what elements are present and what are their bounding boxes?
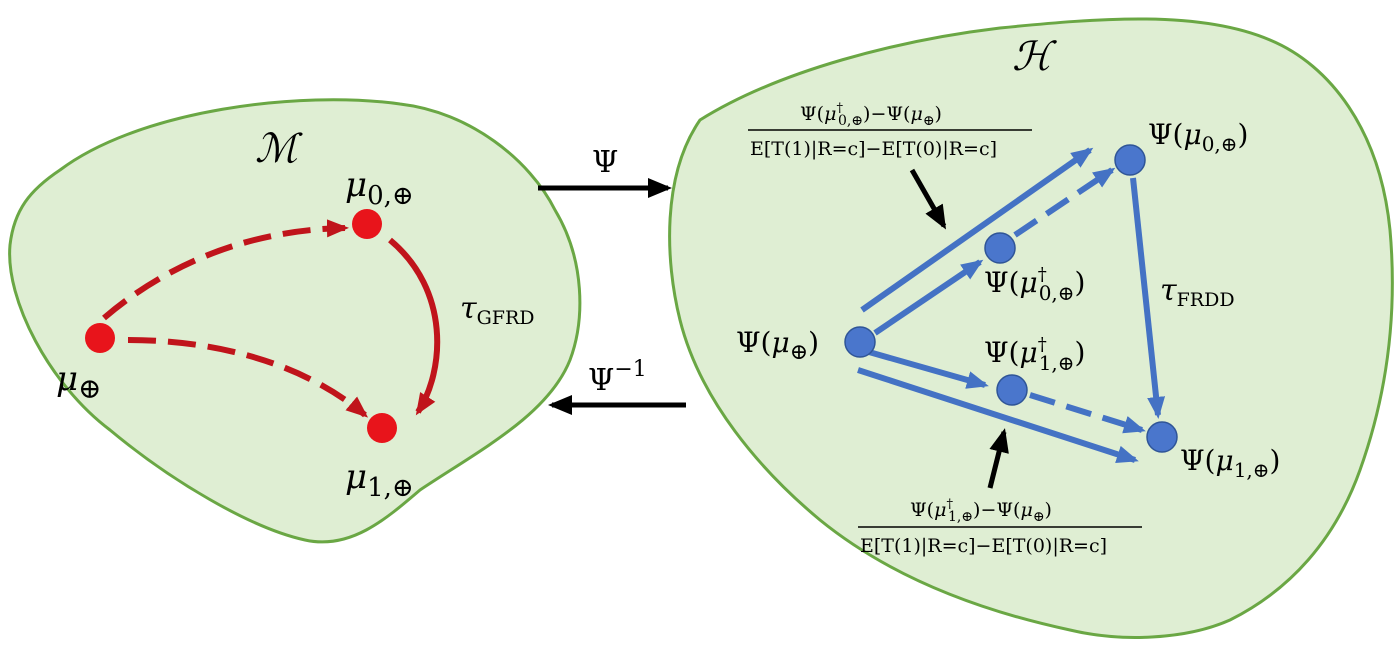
hilbert-name: ℋ: [1012, 34, 1057, 80]
label-mu0: μ0,⊕: [345, 165, 414, 211]
node-psi-mu1-dag: [996, 374, 1028, 406]
fraction-top-numerator: Ψ(μ†0,⊕)−Ψ(μ⊕): [800, 101, 942, 129]
node-mu0: [352, 209, 382, 239]
blue-dashed-arrow-bottom: [1029, 392, 1146, 434]
map-forward-label: Ψ: [592, 145, 618, 180]
blue-arrow-frdd: [1130, 177, 1166, 419]
label-psi-mu0-dag: Ψ(μ†0,⊕): [984, 264, 1085, 305]
blue-long-arrow-top: [860, 147, 1094, 313]
blue-long-arrow-bottom: [857, 367, 1139, 463]
label-psi-mu1-dag: Ψ(μ†1,⊕): [984, 334, 1085, 375]
node-psi-mu0-dag: [984, 232, 1016, 264]
label-tau-frdd: τFRDD: [1160, 273, 1235, 311]
node-psi-mu1: [1146, 421, 1178, 453]
label-tau-gfrd: τGFRD: [460, 291, 535, 329]
fraction-bottom-denominator: E[T(1)|R=c]−E[T(0)|R=c]: [860, 535, 1107, 557]
hilbert-region: [668, 17, 1394, 639]
fraction-top-denominator: E[T(1)|R=c]−E[T(0)|R=c]: [750, 138, 997, 160]
node-mu1: [367, 413, 397, 443]
red-dashed-arrow-to-mu0: [102, 219, 349, 321]
label-psi-mu-plus: Ψ(μ⊕): [736, 326, 819, 365]
black-pointer-bottom: [987, 428, 1009, 489]
label-mu1: μ1,⊕: [345, 457, 414, 503]
blue-arrow-to-mu0-dag: [873, 259, 984, 336]
node-mu-plus: [85, 323, 115, 353]
red-solid-arrow-gfrd: [388, 237, 441, 416]
fraction-top: Ψ(μ†0,⊕)−Ψ(μ⊕) E[T(1)|R=c]−E[T(0)|R=c]: [748, 101, 1032, 160]
fraction-bottom: Ψ(μ†1,⊕)−Ψ(μ⊕) E[T(1)|R=c]−E[T(0)|R=c]: [858, 497, 1142, 557]
label-psi-mu0: Ψ(μ0,⊕): [1148, 118, 1248, 156]
node-psi-mu-plus: [844, 326, 876, 358]
fraction-bottom-numerator: Ψ(μ†1,⊕)−Ψ(μ⊕): [910, 497, 1052, 525]
map-inverse-label: Ψ−1: [588, 357, 647, 398]
manifold-region: [8, 98, 582, 544]
manifold-name: ℳ: [255, 126, 303, 172]
black-pointer-top: [909, 168, 947, 230]
node-psi-mu0: [1114, 144, 1146, 176]
label-mu-plus: μ⊕: [56, 359, 102, 405]
label-psi-mu1: Ψ(μ1,⊕): [1180, 444, 1280, 482]
blue-dashed-arrow-top: [1013, 167, 1116, 238]
red-dashed-arrow-to-mu1: [127, 337, 369, 418]
blue-arrow-to-mu1-dag: [861, 347, 989, 389]
